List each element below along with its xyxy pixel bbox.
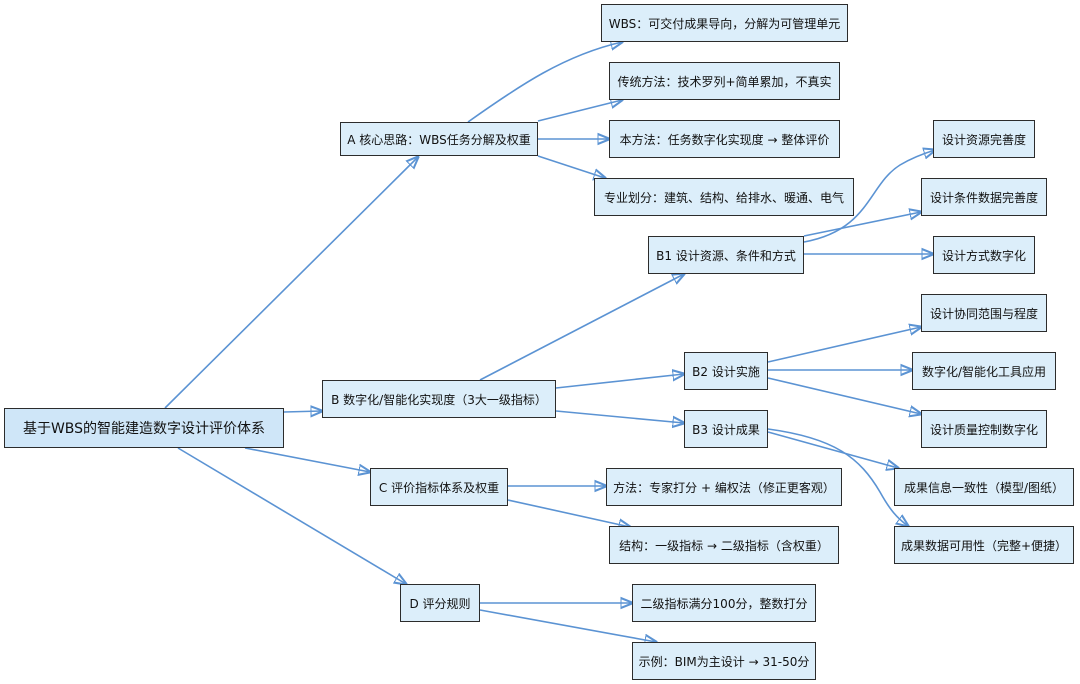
branch-c-node[interactable]: C 评价指标体系及权重: [370, 468, 508, 506]
branch-a-label: A 核心思路：WBS任务分解及权重: [347, 132, 531, 147]
branch-d-label: D 评分规则: [409, 596, 471, 611]
b3-child-1-node[interactable]: 成果信息一致性（模型/图纸）: [894, 468, 1074, 506]
branch-c-label: C 评价指标体系及权重: [378, 480, 500, 495]
edge-d-to-d2: [479, 609, 656, 642]
a-child-4-label: 专业划分：建筑、结构、给排水、暖通、电气: [603, 190, 844, 205]
b1-child-1-node[interactable]: 设计资源完善度: [933, 120, 1035, 158]
b1-child-1-label: 设计资源完善度: [941, 132, 1026, 147]
c-child-1-node[interactable]: 方法：专家打分 + 编权法（修正更客观）: [606, 468, 842, 506]
b1-child-3-label: 设计方式数字化: [941, 248, 1026, 263]
edge-b-to-b1: [479, 274, 684, 381]
edge-root-to-c: [244, 447, 370, 472]
branch-b-node[interactable]: B 数字化/智能化实现度（3大一级指标）: [322, 380, 556, 418]
edge-b2-to-b2a: [767, 327, 921, 363]
edge-a-to-a4: [537, 155, 605, 178]
c-child-1-label: 方法：专家打分 + 编权法（修正更客观）: [613, 480, 835, 495]
b3-child-2-label: 成果数据可用性（完整+便捷）: [900, 538, 1068, 553]
b2-child-3-node[interactable]: 设计质量控制数字化: [921, 410, 1047, 448]
root-node[interactable]: 基于WBS的智能建造数字设计评价体系: [4, 408, 284, 448]
b2-label: B2 设计实施: [692, 364, 760, 379]
branch-d-node[interactable]: D 评分规则: [400, 584, 480, 622]
b1-child-2-label: 设计条件数据完善度: [929, 190, 1038, 205]
branch-a-node[interactable]: A 核心思路：WBS任务分解及权重: [340, 122, 538, 156]
root-label: 基于WBS的智能建造数字设计评价体系: [22, 421, 266, 437]
b3-child-1-label: 成果信息一致性（模型/图纸）: [903, 480, 1065, 495]
b2-child-1-node[interactable]: 设计协同范围与程度: [921, 294, 1047, 332]
edge-b-to-b3: [555, 410, 684, 423]
a-child-3-node[interactable]: 本方法：任务数字化实现度 → 整体评价: [609, 120, 840, 158]
edge-a-to-a2: [537, 100, 622, 122]
b3-node[interactable]: B3 设计成果: [684, 410, 768, 448]
b2-child-2-node[interactable]: 数字化/智能化工具应用: [912, 352, 1056, 390]
a-child-2-node[interactable]: 传统方法：技术罗列+简单累加，不真实: [609, 62, 840, 100]
b1-label: B1 设计资源、条件和方式: [656, 248, 796, 263]
a-child-4-node[interactable]: 专业划分：建筑、结构、给排水、暖通、电气: [594, 178, 854, 216]
branch-b-label: B 数字化/智能化实现度（3大一级指标）: [331, 392, 547, 407]
b2-child-3-label: 设计质量控制数字化: [929, 422, 1038, 437]
b3-label: B3 设计成果: [692, 422, 760, 437]
b2-child-2-label: 数字化/智能化工具应用: [921, 364, 1047, 379]
d-child-2-node[interactable]: 示例：BIM为主设计 → 31-50分: [632, 642, 816, 680]
b3-child-2-node[interactable]: 成果数据可用性（完整+便捷）: [894, 526, 1074, 564]
edge-c-to-c2: [507, 499, 630, 527]
edge-b3-to-b3b: [767, 428, 908, 526]
edge-b3-to-b3a: [767, 431, 898, 468]
edge-b2-to-b2c: [767, 377, 921, 414]
edge-root-to-a: [164, 157, 418, 409]
b2-child-1-label: 设计协同范围与程度: [929, 306, 1038, 321]
a-child-2-label: 传统方法：技术罗列+简单累加，不真实: [617, 74, 832, 89]
a-child-3-label: 本方法：任务数字化实现度 → 整体评价: [619, 132, 830, 147]
b1-child-2-node[interactable]: 设计条件数据完善度: [921, 178, 1047, 216]
edge-b-to-b2: [555, 374, 684, 389]
d-child-2-label: 示例：BIM为主设计 → 31-50分: [638, 654, 810, 669]
d-child-1-label: 二级指标满分100分，整数打分: [640, 596, 808, 611]
edge-a-to-a1: [467, 42, 622, 123]
c-child-2-label: 结构：一级指标 → 二级指标（含权重）: [619, 538, 829, 553]
d-child-1-node[interactable]: 二级指标满分100分，整数打分: [632, 584, 816, 622]
edge-root-to-b: [283, 411, 322, 412]
edge-root-to-d: [177, 447, 406, 584]
b1-child-3-node[interactable]: 设计方式数字化: [933, 236, 1035, 274]
c-child-2-node[interactable]: 结构：一级指标 → 二级指标（含权重）: [609, 526, 839, 564]
b1-node[interactable]: B1 设计资源、条件和方式: [648, 236, 804, 274]
a-child-1-label: WBS：可交付成果导向，分解为可管理单元: [608, 16, 841, 31]
a-child-1-node[interactable]: WBS：可交付成果导向，分解为可管理单元: [601, 4, 848, 42]
edge-b1-to-b1b: [803, 212, 921, 237]
b2-node[interactable]: B2 设计实施: [684, 352, 768, 390]
